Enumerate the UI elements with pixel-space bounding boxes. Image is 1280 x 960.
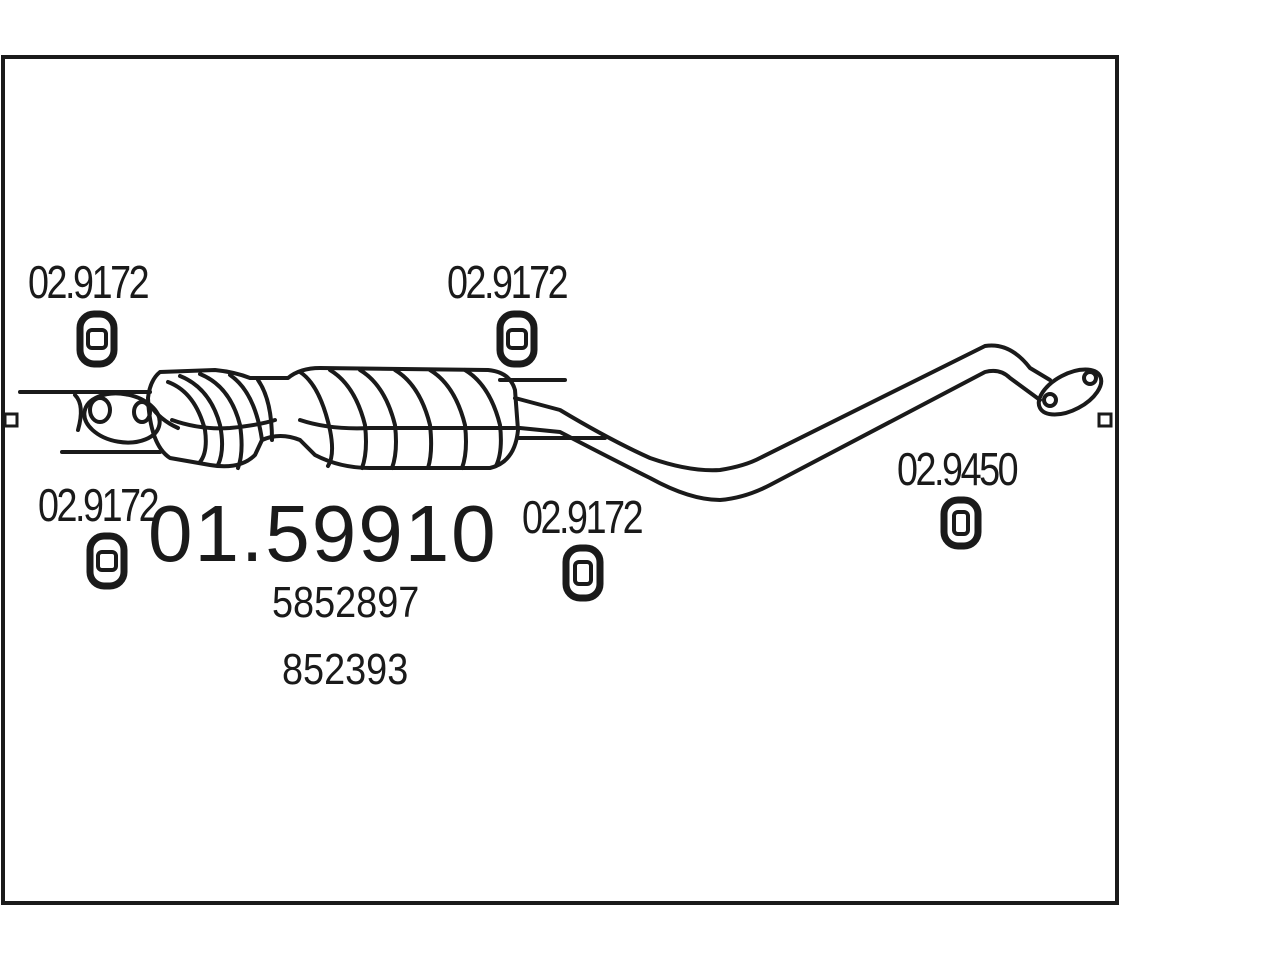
main-part-number: 01.59910	[148, 489, 498, 578]
oem-number-1: 5852897	[272, 578, 420, 627]
hanger-label-bottom-left: 02.9172	[38, 479, 160, 531]
hangers	[76, 310, 982, 602]
left-edge-marker	[3, 412, 19, 428]
tail-pipe-upper	[513, 343, 1052, 473]
right-edge-marker	[1097, 412, 1113, 428]
hanger-bottom-center	[562, 544, 604, 602]
hanger-top-center	[496, 310, 538, 368]
tail-pipe-lower	[518, 368, 1042, 502]
hanger-top-left	[76, 310, 118, 368]
diagram-border	[1, 55, 1119, 905]
exhaust-assembly	[18, 343, 1104, 502]
hanger-label-right: 02.9450	[897, 443, 1019, 495]
rear-flange	[1036, 367, 1104, 417]
front-flange	[82, 391, 162, 445]
hanger-label-top-left: 02.9172	[28, 256, 150, 308]
oem-number-2: 852393	[282, 645, 409, 694]
hanger-label-top-center: 02.9172	[447, 256, 569, 308]
hanger-label-bottom-center: 02.9172	[522, 491, 644, 543]
hanger-bottom-left	[86, 532, 128, 590]
hanger-right	[940, 496, 982, 550]
